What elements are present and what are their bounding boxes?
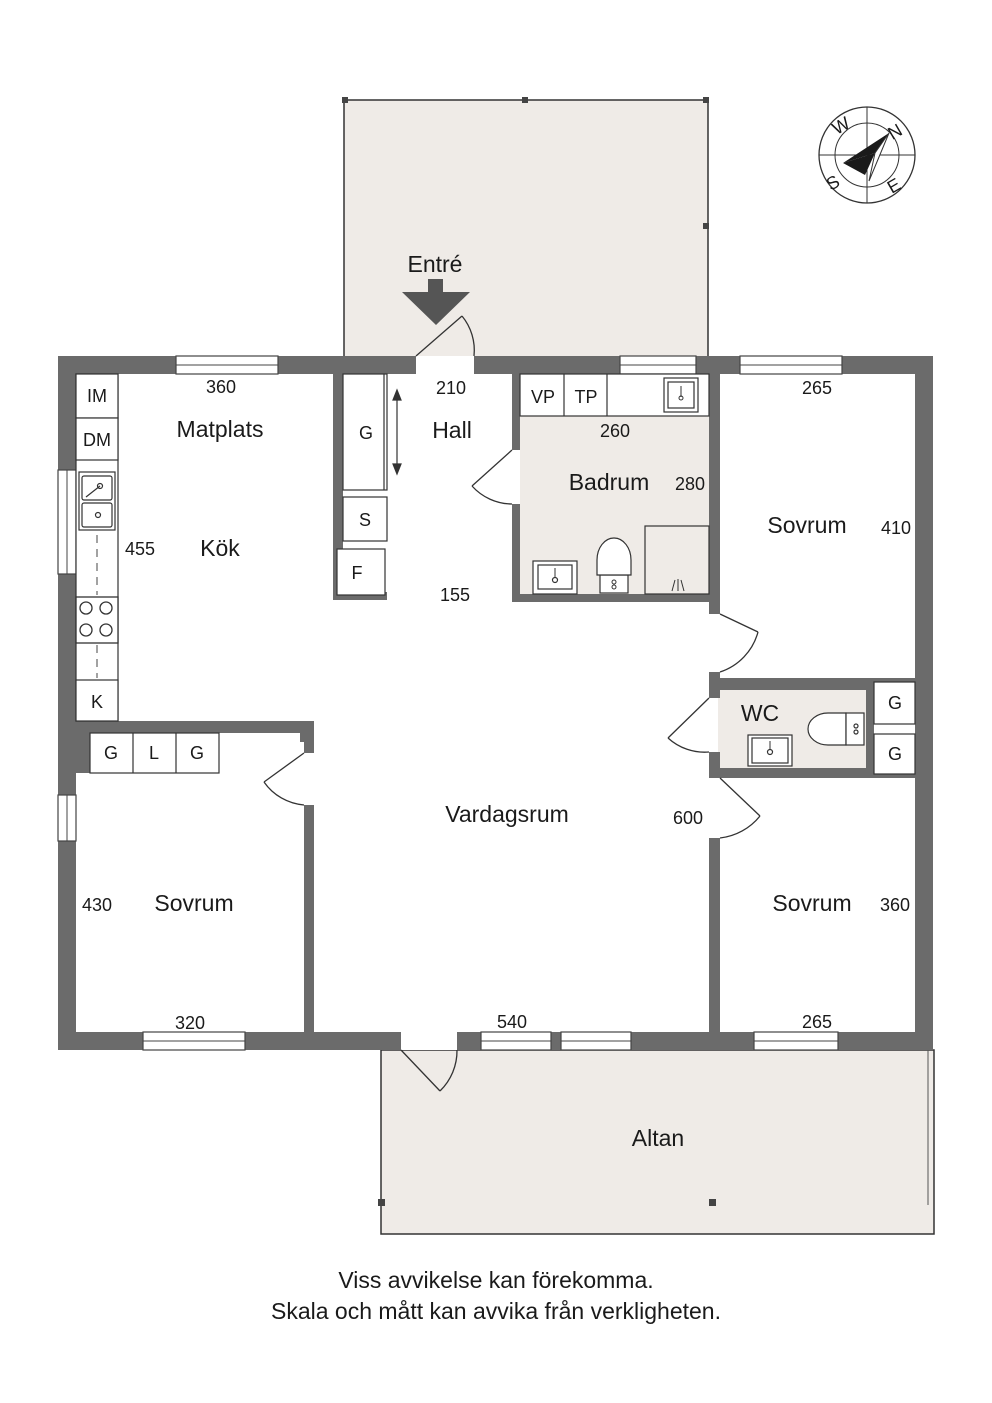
dim-bath-width: 260 — [600, 421, 630, 441]
dim-hall-width: 210 — [436, 378, 466, 398]
fixture-im: IM — [87, 386, 107, 406]
fixture-s: S — [359, 510, 371, 530]
room-vardagsrum: Vardagsrum — [445, 801, 569, 827]
hall-storage — [336, 373, 388, 596]
dim-bath-depth: 280 — [675, 474, 705, 494]
stove — [75, 596, 119, 644]
fixture-tp: TP — [574, 387, 597, 407]
bathroom-fixtures — [519, 373, 710, 595]
room-sovrum-se: Sovrum — [772, 890, 851, 916]
entrance-porch — [342, 97, 709, 359]
dimension-labels: 360 455 210 155 260 280 265 410 600 540 … — [82, 377, 911, 1033]
dim-hall-depth: 155 — [440, 585, 470, 605]
room-sovrum-sw: Sovrum — [154, 890, 233, 916]
bedroom-closets — [89, 732, 220, 774]
terrace-area — [378, 1049, 935, 1235]
doors — [263, 315, 761, 1092]
wc-fixtures — [747, 712, 865, 767]
dim-kitchen-width: 360 — [206, 377, 236, 397]
dim-bed-se-width: 265 — [802, 1012, 832, 1032]
fixture-hall-g: G — [359, 423, 373, 443]
wc-storage — [873, 681, 916, 775]
fixture-dm: DM — [83, 430, 111, 450]
disclaimer-line-2: Skala och mått kan avvika från verklighe… — [270, 1298, 721, 1324]
fixture-f: F — [352, 563, 363, 583]
fixture-vp: VP — [531, 387, 555, 407]
fixture-closet-l: L — [149, 743, 159, 763]
fixture-wc-g2: G — [888, 744, 902, 764]
dim-living-depth: 600 — [673, 808, 703, 828]
entrance-arrow — [402, 279, 470, 325]
room-wc: WC — [741, 700, 779, 726]
fixture-closet-g1: G — [104, 743, 118, 763]
disclaimer-line-1: Viss avvikelse kan förekomma. — [338, 1267, 654, 1293]
room-altan: Altan — [632, 1125, 684, 1151]
room-hall: Hall — [432, 417, 472, 443]
interior-walls — [76, 374, 915, 1032]
room-kok: Kök — [200, 535, 240, 561]
dim-bed-ne-width: 265 — [802, 378, 832, 398]
room-sovrum-ne: Sovrum — [767, 512, 846, 538]
kitchen-sink — [78, 471, 116, 531]
room-matplats: Matplats — [177, 416, 264, 442]
fixture-wc-g1: G — [888, 693, 902, 713]
dim-bed-sw-width: 320 — [175, 1013, 205, 1033]
dim-living-width: 540 — [497, 1012, 527, 1032]
dim-bed-se-depth: 360 — [880, 895, 910, 915]
dim-kitchen-depth: 455 — [125, 539, 155, 559]
entrance-label: Entré — [408, 251, 463, 277]
fixture-labels: IM DM K G S F VP TP G L G G G — [83, 386, 902, 764]
dim-bed-sw-depth: 430 — [82, 895, 112, 915]
dim-bed-ne-depth: 410 — [881, 518, 911, 538]
kitchen-counter — [75, 373, 119, 722]
fixture-closet-g2: G — [190, 743, 204, 763]
room-labels: Entré Matplats Kök Hall Badrum Sovrum WC… — [154, 251, 851, 1151]
fixture-k: K — [91, 692, 103, 712]
compass-rose — [818, 106, 916, 204]
room-badrum: Badrum — [569, 469, 650, 495]
